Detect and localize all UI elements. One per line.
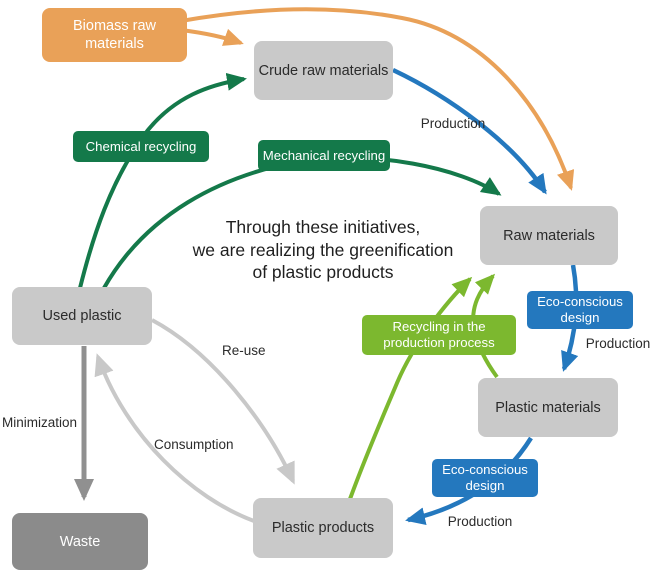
arrow-recycling-products-to-raw	[348, 276, 473, 500]
tag-recycling-in-production: Recycling in the production process	[362, 315, 516, 355]
label-production-top: Production	[420, 116, 486, 131]
node-crude-raw-materials: Crude raw materials	[254, 41, 393, 100]
label-consumption: Consumption	[154, 437, 234, 452]
arrow-reuse-used-to-products	[151, 318, 295, 485]
node-used-plastic: Used plastic	[12, 287, 152, 345]
center-message: Through these initiatives, we are realiz…	[192, 217, 454, 282]
label-reuse: Re-use	[222, 343, 266, 358]
node-plastic-products: Plastic products	[253, 498, 393, 558]
label-production-mid: Production	[585, 336, 650, 351]
arrow-biomass-to-crude	[180, 28, 244, 46]
node-biomass-raw-materials: Biomass raw materials	[42, 8, 187, 62]
label-minimization: Minimization	[2, 415, 78, 430]
label-production-bottom: Production	[447, 514, 513, 529]
tag-eco-conscious-design-top: Eco-conscious design	[527, 291, 633, 329]
node-plastic-materials: Plastic materials	[478, 378, 618, 437]
arrow-biomass-to-raw-materials	[180, 7, 575, 191]
arrow-consumption-products-to-used	[94, 353, 255, 523]
arrow-production-crude-to-raw	[392, 67, 547, 195]
node-raw-materials: Raw materials	[480, 206, 618, 265]
tag-eco-conscious-design-bottom: Eco-conscious design	[432, 459, 538, 497]
tag-mechanical-recycling: Mechanical recycling	[258, 140, 390, 171]
node-waste: Waste	[12, 513, 148, 570]
tag-chemical-recycling: Chemical recycling	[73, 131, 209, 162]
